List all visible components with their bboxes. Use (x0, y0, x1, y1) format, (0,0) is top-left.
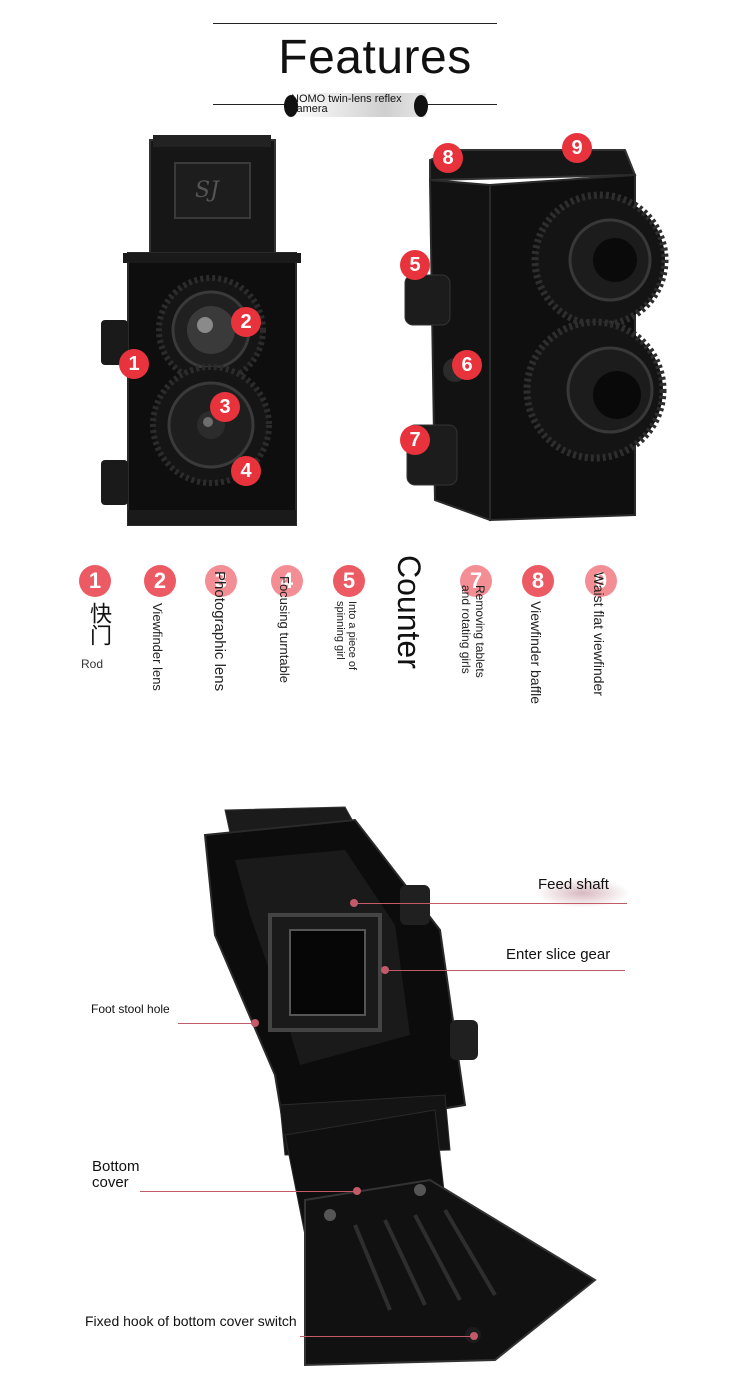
leader-feed-shaft (355, 903, 627, 904)
subtitle-left-dot (284, 95, 298, 117)
leader-fixed-hook (300, 1336, 474, 1337)
legend-badge-3: 3 (205, 565, 237, 597)
camera-side-image (404, 149, 669, 522)
camera-badge-2: 2 (231, 307, 261, 337)
camera-logo: SJ (195, 178, 219, 203)
callout-fixed-hook: Fixed hook of bottom cover switch (85, 1313, 297, 1329)
subtitle-right-dot (414, 95, 428, 117)
marker-feed-shaft (350, 899, 358, 907)
camera-badge-4: 4 (231, 456, 261, 486)
legend-label-8: Viewfinder baffle (528, 601, 544, 704)
legend-label-4: Focusing turntable (277, 576, 292, 683)
marker-bottom-cover (353, 1187, 361, 1195)
subtitle-banner-bg (288, 93, 426, 117)
camera-badge-9: 9 (562, 133, 592, 163)
camera-badge-3: 3 (210, 392, 240, 422)
marker-enter-slice-gear (381, 966, 389, 974)
camera-badge-7: 7 (400, 425, 430, 455)
subtitle-banner: NOMO twin-lens reflex camera (284, 93, 428, 119)
legend-badge-4: 4 (271, 565, 303, 597)
callout-foot-stool-hole: Foot stool hole (91, 1002, 170, 1016)
legend-badge-2: 2 (144, 565, 176, 597)
legend-label-7a: Removing tablets (473, 585, 487, 678)
legend-label-7b: and rotating girls (459, 585, 473, 674)
camera-badge-8: 8 (433, 143, 463, 173)
legend-label-9: Waist flat viewfinder (591, 572, 607, 696)
header-left-rule (213, 104, 291, 105)
header-right-rule (424, 104, 497, 105)
legend-sublabel-1: Rod (81, 657, 104, 671)
legend-label-3: Photographic lens (211, 571, 228, 692)
legend-badge-7: 7 (460, 565, 492, 597)
subtitle-text: NOMO twin-lens reflex camera (291, 93, 402, 115)
legend-label-1: 快门 (86, 602, 111, 646)
leader-foot-stool-hole (178, 1023, 256, 1024)
marker-foot-stool-hole (251, 1019, 259, 1027)
marker-fixed-hook (470, 1332, 478, 1340)
camera-badge-6: 6 (452, 350, 482, 380)
legend-label-2: Viewfinder lens (150, 603, 165, 691)
callout-bottom-cover-line2: cover (92, 1174, 129, 1191)
camera-badge-5: 5 (400, 250, 430, 280)
callout-enter-slice-gear: Enter slice gear (506, 946, 611, 963)
legend-badge-9: 9 (585, 565, 617, 597)
page-title: Features (278, 31, 472, 84)
camera-badge-1: 1 (119, 349, 149, 379)
legend-badge-8: 8 (522, 565, 554, 597)
leader-enter-slice-gear (385, 970, 625, 971)
legend-label-5b: spinning girl (334, 601, 346, 660)
legend-badge-5: 5 (333, 565, 365, 597)
callout-feed-shaft: Feed shaft (538, 876, 609, 893)
header-top-rule (213, 23, 497, 24)
legend-badge-1: 1 (79, 565, 111, 597)
leader-bottom-cover (140, 1191, 358, 1192)
legend-label-5a: Into a piece of (346, 601, 358, 671)
callout-bottom-cover-line1: Bottom (92, 1158, 140, 1175)
legend-label-6: Counter (391, 555, 427, 669)
